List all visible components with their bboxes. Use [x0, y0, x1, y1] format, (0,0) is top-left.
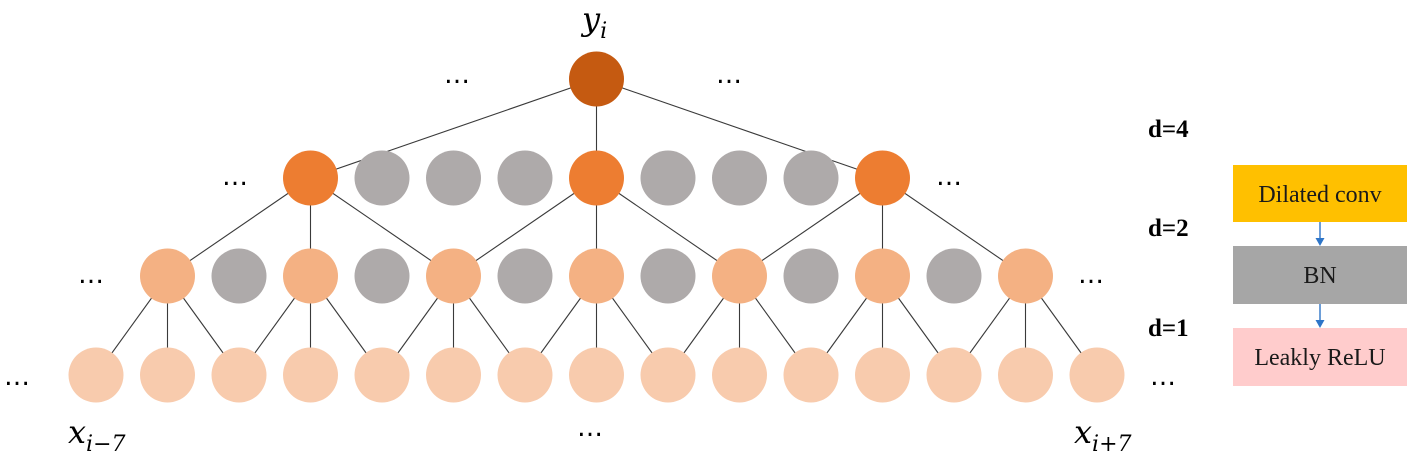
layer2-active-node: [569, 248, 624, 304]
layer2-inactive-node: [783, 248, 839, 304]
layer2-active-node: [998, 248, 1053, 304]
input-node: [640, 347, 696, 403]
output-node: [569, 51, 624, 107]
input-right-label: xi+7: [1074, 413, 1132, 457]
layer3-inactive-node: [354, 150, 410, 206]
edge-d2: [596, 177, 740, 277]
layer3-active-node: [569, 150, 624, 206]
dilation-label-d2: d=2: [1148, 215, 1189, 242]
legend: Dilated conv BN Leakly ReLU: [1233, 165, 1407, 386]
input-node: [283, 347, 338, 403]
layer2-inactive-node: [211, 248, 267, 304]
edge-d2: [167, 177, 311, 277]
bn-label: BN: [1303, 263, 1336, 289]
ellipsis-layer2-right: …: [1078, 260, 1106, 290]
input-node: [1069, 347, 1125, 403]
dilation-label-d4: d=4: [1148, 116, 1189, 143]
leaky-relu-block: [1233, 328, 1407, 386]
network-nodes: [68, 51, 1125, 403]
layer3-inactive-node: [497, 150, 553, 206]
layer2-inactive-node: [926, 248, 982, 304]
edge-d2: [310, 177, 454, 277]
input-node: [855, 347, 910, 403]
ellipsis-input-bottom: …: [577, 413, 605, 443]
layer3-active-node: [283, 150, 338, 206]
ellipsis-input-left: …: [4, 362, 32, 392]
input-node: [211, 347, 267, 403]
layer2-inactive-node: [640, 248, 696, 304]
ellipsis-input-right: …: [1150, 362, 1178, 392]
edge-d4: [310, 78, 597, 179]
input-node: [712, 347, 767, 403]
connection-edges: [95, 78, 1098, 376]
layer2-active-node: [855, 248, 910, 304]
layer2-inactive-node: [354, 248, 410, 304]
input-node: [783, 347, 839, 403]
ellipsis-output-right: …: [716, 60, 744, 90]
input-left-label: xi−7: [68, 413, 126, 457]
output-label: yi: [580, 0, 607, 44]
bn-block: [1233, 246, 1407, 304]
layer3-inactive-node: [783, 150, 839, 206]
edge-d2: [882, 177, 1026, 277]
input-node: [569, 347, 624, 403]
layer2-active-node: [283, 248, 338, 304]
layer2-active-node: [426, 248, 481, 304]
edge-d4: [596, 78, 883, 179]
ellipsis-layer3-left: …: [222, 162, 250, 192]
dilated-conv-label: Dilated conv: [1258, 182, 1381, 208]
arrowhead-conv-to-bn: [1315, 238, 1325, 246]
layer2-inactive-node: [497, 248, 553, 304]
input-node: [354, 347, 410, 403]
input-node: [926, 347, 982, 403]
dilated-conv-block: [1233, 165, 1407, 222]
ellipsis-layer2-left: …: [78, 260, 106, 290]
layer3-active-node: [855, 150, 910, 206]
input-node: [998, 347, 1053, 403]
dilation-label-d1: d=1: [1148, 315, 1189, 342]
layer3-inactive-node: [426, 150, 481, 206]
edge-d2: [453, 177, 597, 277]
layer2-active-node: [140, 248, 195, 304]
input-node: [497, 347, 553, 403]
edge-d2: [739, 177, 883, 277]
layer3-inactive-node: [640, 150, 696, 206]
ellipsis-output-left: …: [444, 60, 472, 90]
input-node: [426, 347, 481, 403]
input-node: [140, 347, 195, 403]
arrowhead-bn-to-relu: [1315, 320, 1325, 328]
ellipsis-layer3-right: …: [936, 162, 964, 192]
leaky-relu-label: Leakly ReLU: [1254, 345, 1385, 371]
input-node: [68, 347, 124, 403]
layer3-inactive-node: [712, 150, 767, 206]
layer2-active-node: [712, 248, 767, 304]
